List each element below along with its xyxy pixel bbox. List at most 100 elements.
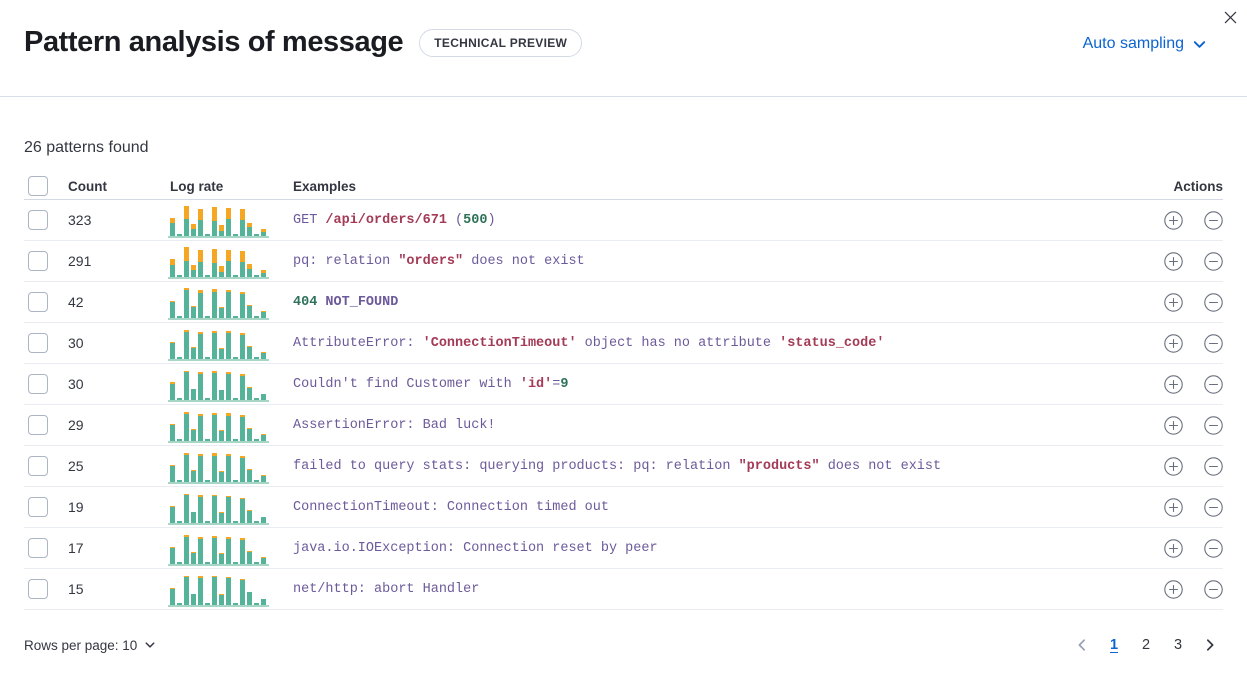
sparkline-bar — [191, 470, 196, 482]
sparkline-bar — [170, 259, 175, 277]
sparkline-bar — [254, 398, 259, 400]
example-token: net/http: abort Handler — [293, 581, 480, 597]
sparkline-bar — [247, 346, 252, 359]
column-header-count[interactable]: Count — [68, 178, 107, 194]
filter-for-pattern-button[interactable] — [1164, 579, 1183, 599]
filter-for-pattern-button[interactable] — [1164, 456, 1183, 476]
filter-for-pattern-button[interactable] — [1164, 292, 1183, 312]
row-checkbox[interactable] — [28, 579, 48, 599]
column-header-examples[interactable]: Examples — [293, 178, 357, 194]
page-button-1[interactable]: 1 — [1101, 632, 1127, 658]
filter-for-pattern-button[interactable] — [1164, 251, 1183, 271]
sparkline-bar — [177, 480, 182, 482]
sparkline-bar — [226, 331, 231, 359]
sparkline-bar — [226, 372, 231, 400]
sparkline-bar — [184, 453, 189, 482]
row-checkbox[interactable] — [28, 292, 48, 312]
filter-out-pattern-button[interactable] — [1204, 333, 1223, 353]
sparkline-baseline — [168, 277, 269, 279]
row-checkbox[interactable] — [28, 538, 48, 558]
sparkline-bar — [205, 562, 210, 564]
filter-out-pattern-button[interactable] — [1204, 292, 1223, 312]
filter-out-pattern-button[interactable] — [1204, 210, 1223, 230]
column-header-log-rate[interactable]: Log rate — [170, 178, 224, 194]
sparkline-bar — [226, 413, 231, 441]
row-checkbox[interactable] — [28, 415, 48, 435]
row-checkbox[interactable] — [28, 251, 48, 271]
filter-for-pattern-button[interactable] — [1164, 374, 1183, 394]
filter-out-pattern-button[interactable] — [1204, 456, 1223, 476]
minus-circle-icon — [1204, 538, 1223, 558]
filter-for-pattern-button[interactable] — [1164, 210, 1183, 230]
sparkline-bar — [233, 603, 238, 605]
filter-for-pattern-button[interactable] — [1164, 497, 1183, 517]
sparkline-bar — [247, 592, 252, 605]
log-rate-sparkline — [168, 329, 269, 361]
sampling-dropdown-label: Auto sampling — [1082, 35, 1184, 52]
sparkline-bar — [254, 357, 259, 359]
count-value: 25 — [68, 458, 84, 474]
close-button[interactable] — [1217, 4, 1243, 30]
next-page-button[interactable] — [1197, 632, 1223, 658]
sparkline-baseline — [168, 359, 269, 361]
filter-out-pattern-button[interactable] — [1204, 538, 1223, 558]
sparkline-bar — [212, 413, 217, 441]
filter-for-pattern-button[interactable] — [1164, 415, 1183, 435]
minus-circle-icon — [1204, 456, 1223, 476]
sparkline-bar — [212, 453, 217, 482]
filter-for-pattern-button[interactable] — [1164, 538, 1183, 558]
select-all-checkbox[interactable] — [28, 176, 48, 196]
filter-out-pattern-button[interactable] — [1204, 251, 1223, 271]
sparkline-bar — [205, 357, 210, 359]
example-token: = — [552, 376, 561, 392]
filter-out-pattern-button[interactable] — [1204, 497, 1223, 517]
sparkline-bar — [184, 494, 189, 523]
log-rate-sparkline — [168, 534, 269, 566]
example-token: 9 — [560, 376, 569, 392]
row-checkbox[interactable] — [28, 374, 48, 394]
count-value: 29 — [68, 417, 84, 433]
row-checkbox[interactable] — [28, 333, 48, 353]
row-checkbox[interactable] — [28, 210, 48, 230]
rows-per-page-selector[interactable]: Rows per page: 10 — [24, 638, 156, 653]
filter-for-pattern-button[interactable] — [1164, 333, 1183, 353]
sparkline-bar — [219, 512, 224, 523]
sparkline-bar — [240, 415, 245, 441]
sparkline-bar — [184, 535, 189, 564]
filter-out-pattern-button[interactable] — [1204, 415, 1223, 435]
previous-page-button[interactable] — [1069, 632, 1095, 658]
sparkline-bar — [247, 387, 252, 400]
example-token: does not exist — [819, 458, 942, 474]
sparkline-bar — [205, 316, 210, 318]
example-token: AssertionError: Bad luck! — [293, 417, 496, 433]
sparkline-bar — [219, 348, 224, 359]
sparkline-bar — [226, 290, 231, 318]
sparkline-bar — [261, 434, 266, 441]
example-token: "products" — [738, 458, 820, 474]
sparkline-bar — [170, 424, 175, 441]
log-rate-sparkline — [168, 370, 269, 402]
sparkline-bar — [191, 389, 196, 400]
sparkline-bar — [226, 577, 231, 605]
filter-out-pattern-button[interactable] — [1204, 579, 1223, 599]
plus-circle-icon — [1164, 210, 1183, 230]
sparkline-bar — [184, 576, 189, 605]
sparkline-bar — [233, 562, 238, 564]
sampling-dropdown[interactable]: Auto sampling — [1083, 35, 1207, 53]
sparkline-bar — [191, 306, 196, 318]
sparkline-bar — [170, 506, 175, 523]
sparkline-bar — [170, 588, 175, 605]
page-button-3[interactable]: 3 — [1165, 632, 1191, 658]
row-checkbox[interactable] — [28, 456, 48, 476]
row-checkbox[interactable] — [28, 497, 48, 517]
sparkline-bar — [198, 290, 203, 318]
technical-preview-badge: TECHNICAL PREVIEW — [419, 28, 583, 57]
filter-out-pattern-button[interactable] — [1204, 374, 1223, 394]
sparkline-bar — [226, 250, 231, 277]
page-button-2[interactable]: 2 — [1133, 632, 1159, 658]
sparkline-bar — [184, 371, 189, 400]
